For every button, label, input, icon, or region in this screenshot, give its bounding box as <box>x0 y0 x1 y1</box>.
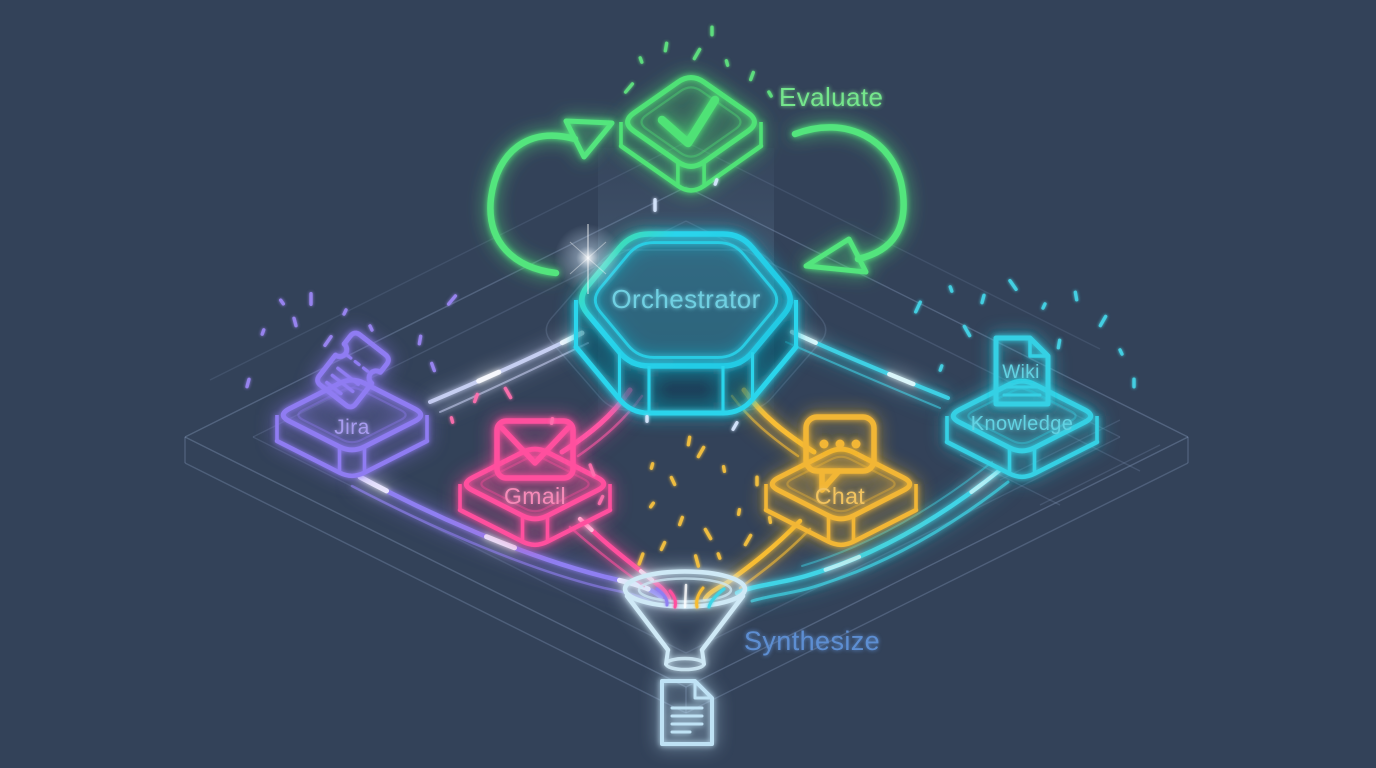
wiki-document-icon <box>993 335 1051 407</box>
stream-highlight <box>427 330 585 405</box>
jira-tile <box>274 377 430 479</box>
arrow-head-icon <box>563 118 615 160</box>
stream-orchestrator-to-jira <box>439 342 589 413</box>
circular-arrows-icon <box>487 118 907 277</box>
cycle-arc-left <box>487 132 579 277</box>
stream-jira-to-funnel <box>350 484 654 605</box>
knowledge-label: Knowledge <box>971 413 1074 435</box>
labels: Evaluate Orchestrator Jira Gmail Chat Kn… <box>334 82 1073 656</box>
synthesize-label: Synthesize <box>744 626 880 656</box>
node-chat <box>763 414 919 548</box>
stream-highlight <box>357 474 664 600</box>
cycle-arc-right <box>791 124 907 263</box>
stream-highlight <box>735 468 1002 595</box>
knowledge-tile <box>944 378 1100 480</box>
node-gmail <box>457 418 613 548</box>
stream-chat-to-funnel <box>738 527 812 590</box>
lens-flare <box>498 224 684 294</box>
gmail-tile <box>457 446 613 548</box>
envelope-icon <box>494 418 576 481</box>
data-streams <box>350 329 1010 605</box>
sparkle-particles <box>245 25 1136 568</box>
wiki-icon-label: Wiki <box>1002 362 1039 383</box>
stream-highlight <box>789 329 951 401</box>
orchestrator-label: Orchestrator <box>611 284 760 314</box>
jira-label: Jira <box>334 416 369 439</box>
arrow-head-icon <box>803 236 869 275</box>
stream-orchestrator-to-knowledge <box>785 341 941 409</box>
gmail-label: Gmail <box>504 483 566 509</box>
chat-label: Chat <box>815 483 865 509</box>
checkmark-icon <box>657 95 720 148</box>
ticket-icon <box>315 330 391 410</box>
node-knowledge <box>944 335 1100 480</box>
chat-bubble-icon <box>803 414 877 493</box>
stream-knowledge-to-funnel <box>750 480 1010 603</box>
stream-gmail-to-funnel <box>568 525 646 588</box>
stream-chat-to-funnel <box>702 518 803 602</box>
orchestrator-node <box>498 224 799 416</box>
evaluate-node <box>618 75 764 193</box>
evaluate-tile <box>618 75 764 193</box>
funnel-stream-tips <box>655 583 726 609</box>
evaluate-label: Evaluate <box>779 82 883 112</box>
node-jira <box>274 330 430 479</box>
stream-knowledge-to-funnel <box>801 461 993 567</box>
document-icon <box>660 679 714 746</box>
